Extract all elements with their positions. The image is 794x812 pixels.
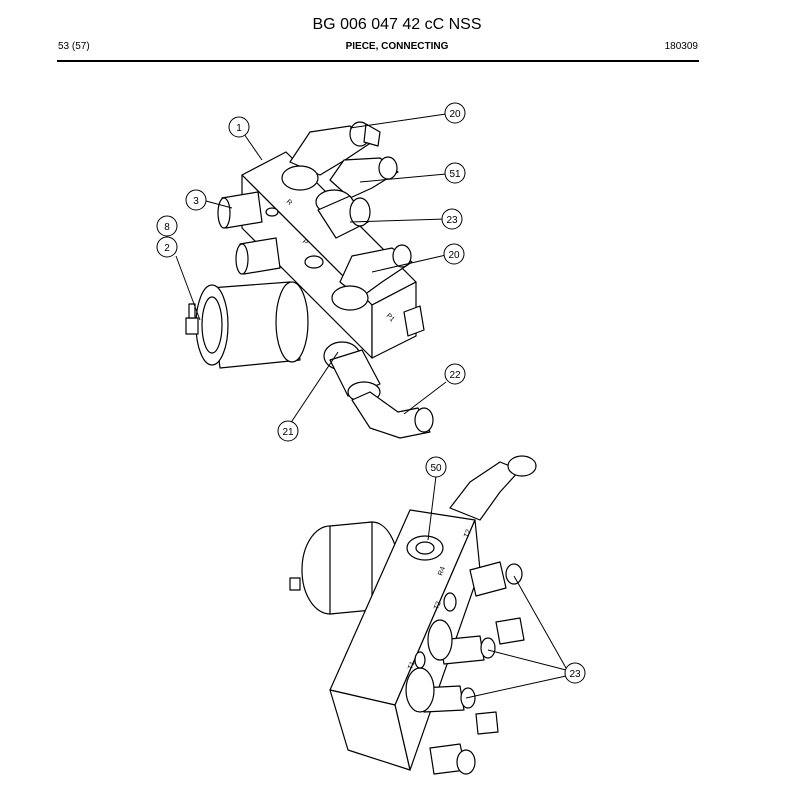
port-markings: R P P1 T2 R4 T2 T1 [285,198,473,670]
port-mark-p: P [301,238,309,246]
leader-lines [175,113,567,699]
svg-text:2: 2 [164,243,170,254]
callout-51: 51 [444,162,466,184]
port-mark-r: R [285,198,294,207]
svg-text:1: 1 [236,123,242,134]
callout-20-lower: 20 [443,243,465,265]
bottom-valve-assembly [289,455,537,775]
document-title: BG 006 047 42 cC NSS [312,16,482,33]
callout-1: 1 [228,116,250,138]
svg-text:21: 21 [282,427,294,438]
svg-text:23: 23 [569,669,581,680]
svg-text:20: 20 [449,109,461,120]
port-mark-t2-top: T2 [463,529,472,539]
page-number: 53 (57) [58,41,90,52]
callout-8: 8 [156,215,178,237]
callout-2: 2 [156,236,178,258]
callouts: 1 20 51 3 23 8 2 20 [156,102,586,684]
callout-21: 21 [277,420,299,442]
callout-3: 3 [185,189,207,211]
svg-text:22: 22 [449,370,461,381]
svg-text:3: 3 [193,196,199,207]
port-mark-p1: P1 [385,312,396,323]
svg-text:8: 8 [164,222,170,233]
callout-20-upper: 20 [444,102,466,124]
header-rule [57,60,699,62]
port-mark-r4: R4 [437,566,447,577]
document-date: 180309 [664,41,698,52]
svg-text:51: 51 [449,169,461,180]
port-mark-t1: T1 [407,661,416,671]
svg-text:20: 20 [448,250,460,261]
section-title: PIECE, CONNECTING [345,41,449,52]
svg-text:50: 50 [430,463,442,474]
top-valve-assembly [185,121,434,439]
callout-22: 22 [444,363,466,385]
callout-50: 50 [425,456,447,478]
port-mark-t2: T2 [433,601,442,611]
callout-23-upper: 23 [441,208,463,230]
svg-text:23: 23 [446,215,458,226]
callout-23-lower: 23 [564,662,586,684]
